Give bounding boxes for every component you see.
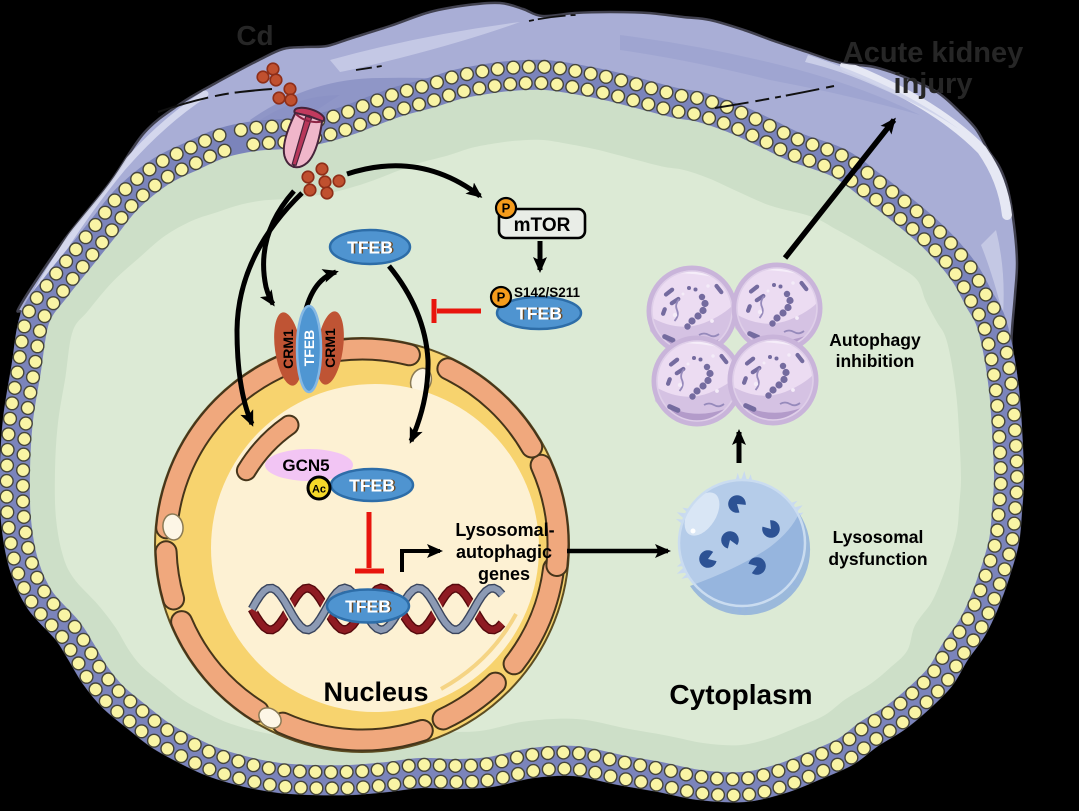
svg-text:TFEB: TFEB: [347, 237, 393, 257]
svg-text:TFEB: TFEB: [301, 330, 317, 367]
svg-text:Acute kidney: Acute kidney: [843, 37, 1024, 69]
svg-text:TFEB: TFEB: [347, 596, 393, 616]
svg-text:TFEB: TFEB: [516, 303, 562, 323]
svg-text:Ac: Ac: [312, 484, 326, 496]
svg-text:TFEB: TFEB: [518, 303, 564, 323]
svg-text:inhibition: inhibition: [836, 351, 915, 371]
svg-text:autophagic: autophagic: [456, 542, 552, 562]
svg-text:Lysosomal: Lysosomal: [833, 527, 924, 547]
svg-text:dysfunction: dysfunction: [828, 549, 927, 569]
svg-text:Cytoplasm: Cytoplasm: [669, 679, 812, 710]
svg-text:Cd: Cd: [236, 20, 273, 51]
svg-text:Lysosomal-: Lysosomal-: [455, 520, 554, 540]
svg-text:CRM1: CRM1: [280, 329, 296, 369]
svg-text:TFEB: TFEB: [351, 475, 397, 495]
svg-text:P: P: [497, 290, 506, 305]
svg-text:genes: genes: [478, 564, 530, 584]
svg-text:mTOR: mTOR: [514, 215, 571, 236]
svg-text:S142/S211: S142/S211: [514, 285, 581, 300]
svg-text:Nucleus: Nucleus: [323, 677, 428, 707]
svg-text:TFEB: TFEB: [345, 596, 391, 616]
svg-text:Autophagy: Autophagy: [829, 330, 921, 350]
svg-text:TFEB: TFEB: [349, 237, 395, 257]
svg-text:GCN5: GCN5: [282, 456, 329, 475]
svg-text:TFEB: TFEB: [349, 475, 395, 495]
svg-text:injury: injury: [894, 68, 973, 100]
svg-text:CRM1: CRM1: [322, 328, 338, 368]
svg-text:P: P: [502, 201, 511, 216]
